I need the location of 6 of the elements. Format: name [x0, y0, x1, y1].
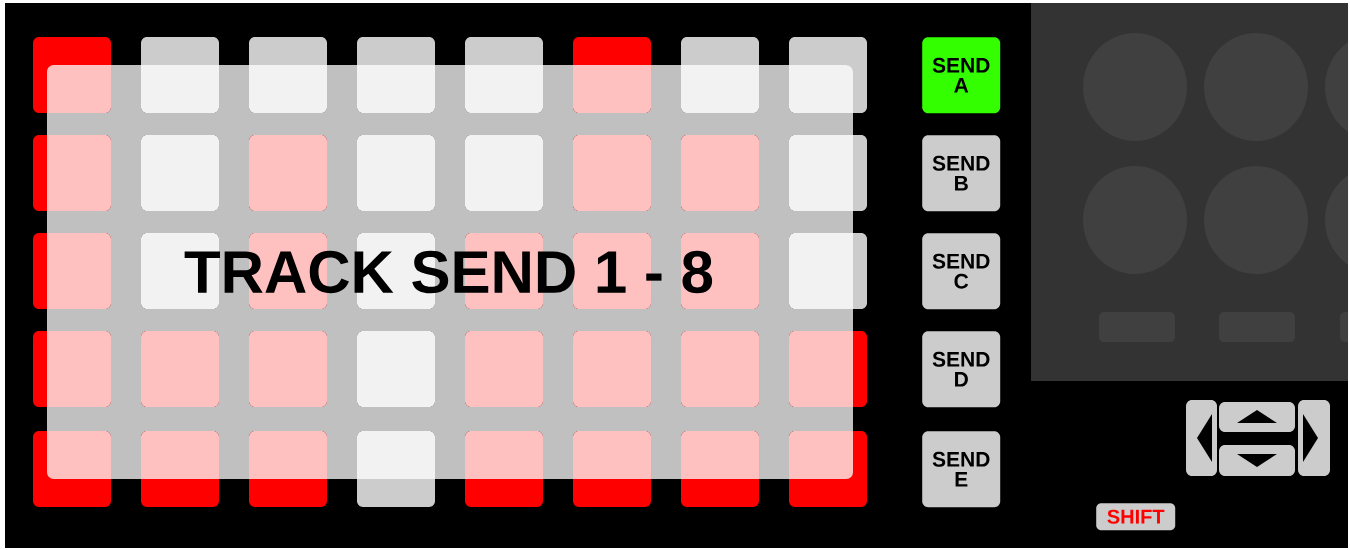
send-button: SEND D — [922, 331, 1001, 408]
send-button: SEND A — [922, 37, 1001, 114]
send-button: SEND B — [922, 135, 1001, 212]
shift-button: SHIFT — [1096, 503, 1176, 531]
send-button: SEND C — [922, 233, 1001, 310]
send-button: SEND E — [922, 431, 1001, 508]
